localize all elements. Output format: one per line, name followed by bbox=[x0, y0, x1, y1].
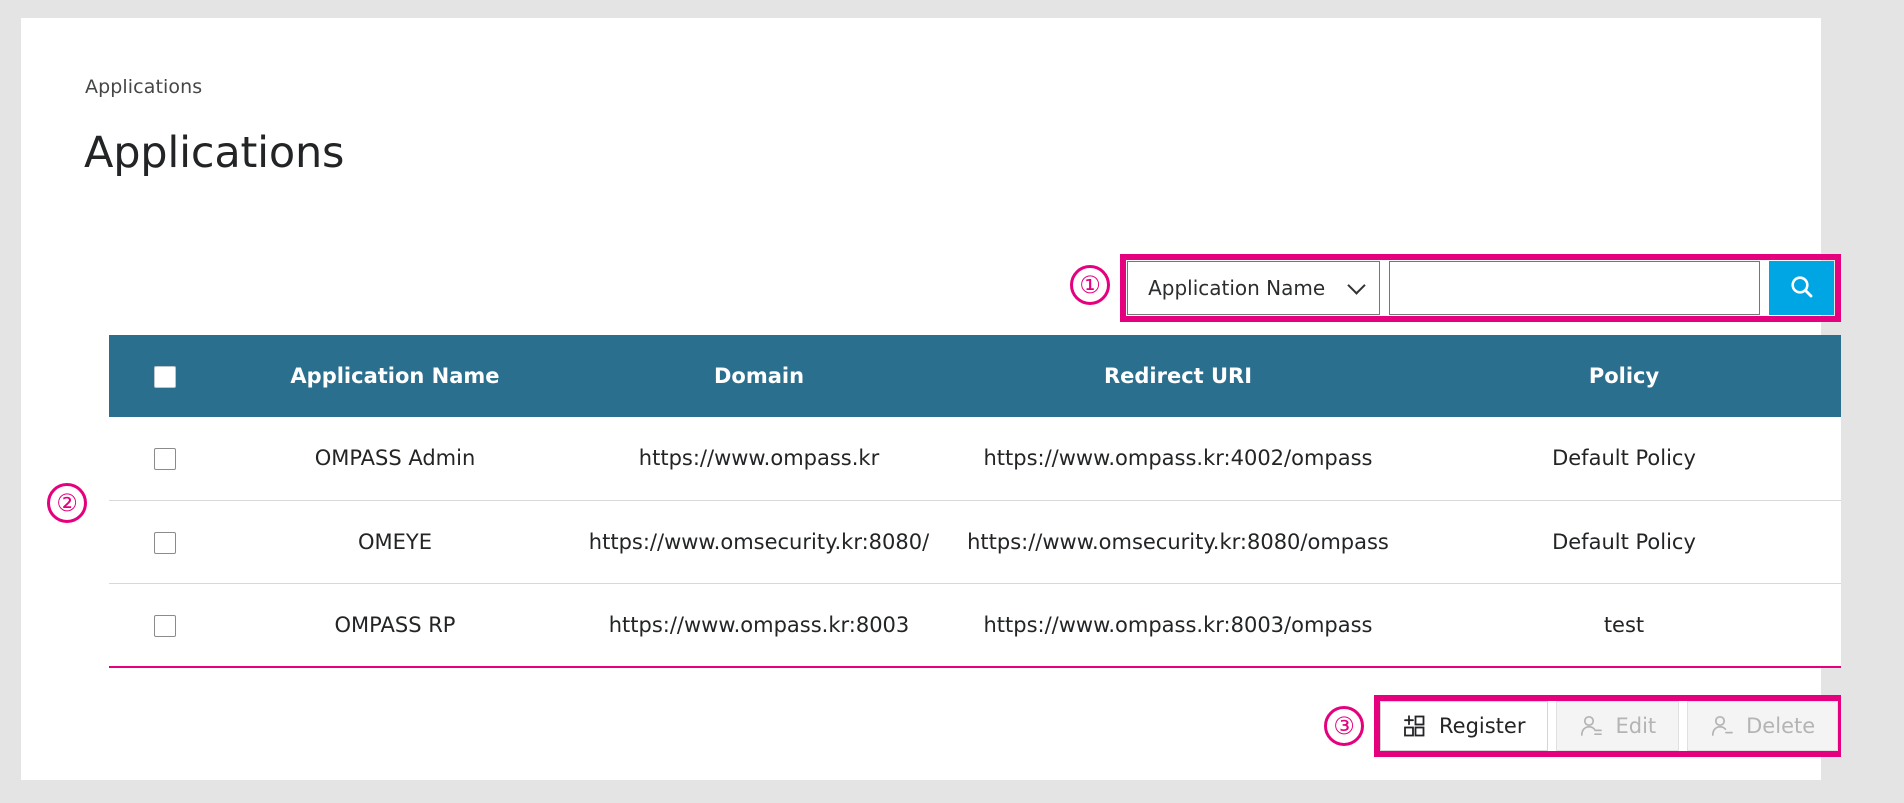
cell-redirect-uri: https://www.omsecurity.kr:8080/ompass bbox=[949, 500, 1407, 584]
cell-policy: Default Policy bbox=[1407, 417, 1841, 501]
search-input[interactable] bbox=[1389, 261, 1761, 315]
cell-domain: https://www.omsecurity.kr:8080/ bbox=[569, 500, 949, 584]
select-all-checkbox[interactable] bbox=[154, 366, 176, 388]
register-button-label: Register bbox=[1439, 714, 1526, 738]
column-header-application-name[interactable]: Application Name bbox=[221, 335, 569, 417]
cell-application-name: OMPASS Admin bbox=[221, 417, 569, 501]
cell-policy: Default Policy bbox=[1407, 500, 1841, 584]
edit-button-label: Edit bbox=[1615, 714, 1657, 738]
column-header-domain[interactable]: Domain bbox=[569, 335, 949, 417]
grid-add-icon bbox=[1403, 714, 1427, 738]
cell-application-name: OMEYE bbox=[221, 500, 569, 584]
delete-button-label: Delete bbox=[1746, 714, 1816, 738]
register-button[interactable]: Register bbox=[1380, 701, 1549, 751]
cell-domain: https://www.ompass.kr:8003 bbox=[569, 583, 949, 666]
table-row[interactable]: OMEYE https://www.omsecurity.kr:8080/ ht… bbox=[109, 500, 1841, 584]
cell-policy: test bbox=[1407, 583, 1841, 666]
cell-redirect-uri: https://www.ompass.kr:8003/ompass bbox=[949, 583, 1407, 666]
table-row[interactable]: OMPASS Admin https://www.ompass.kr https… bbox=[109, 417, 1841, 501]
user-minus-icon bbox=[1710, 714, 1734, 738]
search-bar: Application Name bbox=[1120, 254, 1841, 322]
content-card: Applications Applications ① Application … bbox=[21, 18, 1841, 780]
breadcrumb[interactable]: Applications bbox=[85, 76, 203, 98]
row-checkbox[interactable] bbox=[154, 531, 176, 554]
annotation-marker-2: ② bbox=[47, 483, 87, 523]
table-row[interactable]: OMPASS RP https://www.ompass.kr:8003 htt… bbox=[109, 583, 1841, 666]
column-header-redirect-uri[interactable]: Redirect URI bbox=[949, 335, 1407, 417]
search-button[interactable] bbox=[1769, 261, 1835, 315]
row-checkbox[interactable] bbox=[154, 614, 176, 637]
search-icon bbox=[1787, 272, 1817, 305]
delete-button[interactable]: Delete bbox=[1687, 701, 1839, 751]
edit-button[interactable]: Edit bbox=[1556, 701, 1680, 751]
table-header-row: Application Name Domain Redirect URI Pol… bbox=[109, 335, 1841, 417]
cell-domain: https://www.ompass.kr bbox=[569, 417, 949, 501]
annotation-marker-3: ③ bbox=[1324, 706, 1364, 746]
page-title: Applications bbox=[84, 128, 345, 178]
search-field-select[interactable]: Application Name bbox=[1127, 261, 1381, 315]
row-checkbox-cell bbox=[109, 500, 221, 584]
column-header-policy[interactable]: Policy bbox=[1407, 335, 1841, 417]
search-field-selected-label: Application Name bbox=[1148, 276, 1326, 300]
row-checkbox-cell bbox=[109, 583, 221, 666]
row-checkbox-cell bbox=[109, 417, 221, 501]
user-edit-icon bbox=[1579, 714, 1603, 738]
table-header-checkbox-cell bbox=[109, 335, 221, 417]
annotation-marker-1: ① bbox=[1070, 265, 1110, 305]
action-button-group: Register Edit bbox=[1374, 695, 1844, 757]
cell-application-name: OMPASS RP bbox=[221, 583, 569, 666]
applications-table: Application Name Domain Redirect URI Pol… bbox=[109, 335, 1841, 666]
cell-redirect-uri: https://www.ompass.kr:4002/ompass bbox=[949, 417, 1407, 501]
row-checkbox[interactable] bbox=[154, 448, 176, 471]
